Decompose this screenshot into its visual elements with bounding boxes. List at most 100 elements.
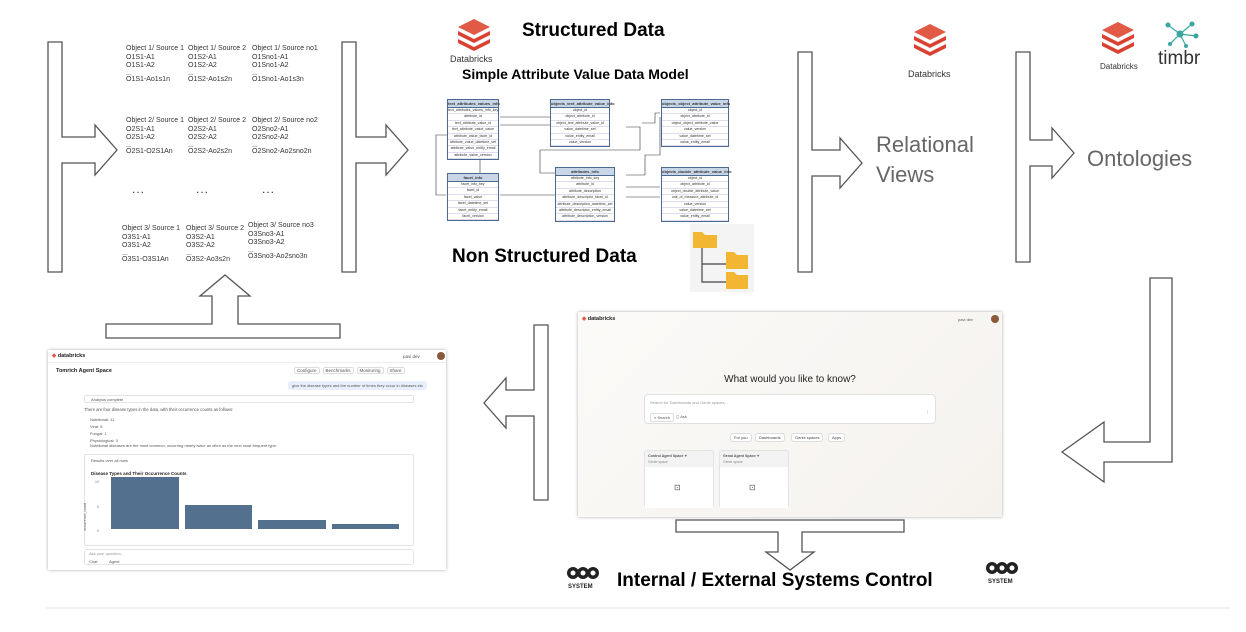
- chart-panel-header: Results over all rows: [91, 458, 128, 463]
- benchmarks-button[interactable]: Benchmarks: [322, 367, 354, 374]
- answer-text: There are four disease types in the data…: [84, 407, 234, 412]
- bracket-arrow-left: [47, 41, 118, 273]
- genie-space-screenshot: ◆ databricks pavi dev Tomrich Agent Spac…: [48, 350, 446, 570]
- system-gears-icon: [567, 567, 599, 579]
- chart-ylabel: occurrence_count: [82, 503, 87, 531]
- analysis-status: Analysis complete: [91, 397, 124, 402]
- chart-title: Disease Types and Their Occurrence Count…: [91, 471, 187, 476]
- chart-panel: Results over all rows Disease Types and …: [82, 454, 414, 546]
- card-title: Control Agent Space ✦: [648, 454, 688, 458]
- search-placeholder: Search for Dashboards and Genie spaces..…: [650, 400, 728, 405]
- home-search-box[interactable]: Search for Dashboards and Genie spaces..…: [644, 394, 936, 424]
- genie-space-card[interactable]: Control Agent Space ✦ Genie space ⊡: [644, 450, 714, 508]
- genie-user[interactable]: pavi dev: [403, 354, 420, 359]
- question-input[interactable]: Ask your question... Chat Agent: [84, 549, 414, 565]
- bar: [184, 505, 252, 529]
- home-brand: ◆ databricks: [582, 316, 616, 322]
- timbr-network-icon: [1165, 21, 1199, 48]
- system-label: SYSTEM: [568, 584, 593, 590]
- y-tick: 5: [97, 505, 99, 509]
- bracket-arrow-matrix-to-data: [341, 41, 409, 273]
- folder-tree-icon: [690, 224, 754, 292]
- ask-mode-button[interactable]: ◻ Ask: [676, 414, 687, 419]
- relational-views-label: Relational Views: [876, 132, 974, 187]
- non-structured-data-title: Non Structured Data: [452, 246, 637, 267]
- bar: [111, 477, 179, 529]
- chip-genie-spaces[interactable]: Genie spaces: [791, 433, 824, 442]
- card-subtitle: Genie space: [723, 460, 743, 464]
- genie-toolbar: Configure Benchmarks Monitoring Share: [294, 367, 405, 374]
- bar: [331, 524, 399, 529]
- chip-for-you[interactable]: For you: [730, 433, 752, 442]
- add-card-icon: ⊡: [749, 483, 756, 492]
- y-tick: 0: [97, 529, 99, 533]
- monitoring-button[interactable]: Monitoring: [356, 367, 384, 374]
- bracket-arrow-data-to-views: [797, 51, 863, 273]
- avatar[interactable]: [437, 352, 445, 360]
- er-table: objects_double_attribute_value_info obje…: [661, 167, 732, 222]
- matrix-ellipsis: ...: [196, 182, 210, 196]
- card-subtitle: Genie space: [648, 460, 668, 464]
- share-button[interactable]: Share: [386, 367, 405, 374]
- bar: [258, 519, 326, 529]
- databricks-home-screenshot: ◆ databricks pavi dev What would you lik…: [578, 312, 1002, 517]
- submit-arrow-icon[interactable]: ↑: [926, 410, 929, 416]
- genie-brand: ◆ databricks: [52, 353, 86, 359]
- er-table: objects_text_attribute_value_info object…: [550, 99, 615, 148]
- answer-note: Nutritional diseases are the most common…: [90, 443, 277, 448]
- add-card-icon: ⊡: [674, 483, 681, 492]
- timbr-label: timbr: [1158, 48, 1201, 69]
- bar-plot-area: [105, 477, 405, 543]
- er-table: text_attributes_values_info text_attribu…: [447, 99, 500, 161]
- y-tick: 10: [95, 480, 99, 484]
- structured-data-title: Structured Data: [522, 20, 665, 41]
- chip-dashboards[interactable]: Dashboards: [755, 433, 785, 442]
- l-arrow-ontologies-to-home: [1060, 277, 1173, 484]
- chip-apps[interactable]: Apps: [828, 433, 846, 442]
- t-arrow-home-to-systems: [675, 519, 905, 571]
- bracket-arrow-home-to-genie: [483, 324, 549, 501]
- card-title: Genai Agent Space ✦: [723, 454, 760, 458]
- system-label: SYSTEM: [988, 579, 1013, 585]
- er-table: objects_object_attribute_value_info obje…: [661, 99, 730, 148]
- genie-space-card[interactable]: Genai Agent Space ✦ Genie space ⊡: [719, 450, 789, 508]
- t-arrow-genie-to-matrix: [105, 274, 341, 339]
- databricks-label: Databricks: [450, 54, 493, 64]
- databricks-label: Databricks: [1100, 62, 1138, 71]
- genie-title: Tomrich Agent Space: [56, 368, 112, 374]
- home-user[interactable]: pavi dev: [958, 317, 973, 322]
- system-gears-icon: [986, 562, 1018, 574]
- matrix-ellipsis: ...: [262, 182, 276, 196]
- question-placeholder: Ask your question...: [89, 551, 125, 556]
- matrix-ellipsis: ...: [132, 182, 146, 196]
- agent-mode-button[interactable]: Agent: [109, 559, 120, 564]
- er-relations: [435, 112, 661, 198]
- systems-control-title: Internal / External Systems Control: [617, 570, 933, 591]
- bracket-arrow-views-to-ontologies: [1015, 51, 1075, 263]
- databricks-label: Databricks: [908, 69, 951, 79]
- databricks-logo-icon: [914, 24, 946, 56]
- configure-button[interactable]: Configure: [294, 367, 320, 374]
- user-message: give the disease types and the number of…: [288, 381, 427, 390]
- ontologies-label: Ontologies: [1087, 146, 1193, 171]
- home-heading: What would you like to know?: [724, 374, 856, 385]
- databricks-logo-icon: [458, 19, 490, 51]
- search-mode-button[interactable]: ⌕ Search: [650, 413, 675, 422]
- chat-mode-button[interactable]: Chat: [89, 559, 98, 564]
- databricks-logo-icon: [1102, 22, 1134, 54]
- data-model-title: Simple Attribute Value Data Model: [462, 66, 689, 82]
- analysis-panel[interactable]: Analysis complete: [84, 395, 414, 403]
- avatar[interactable]: [991, 315, 999, 323]
